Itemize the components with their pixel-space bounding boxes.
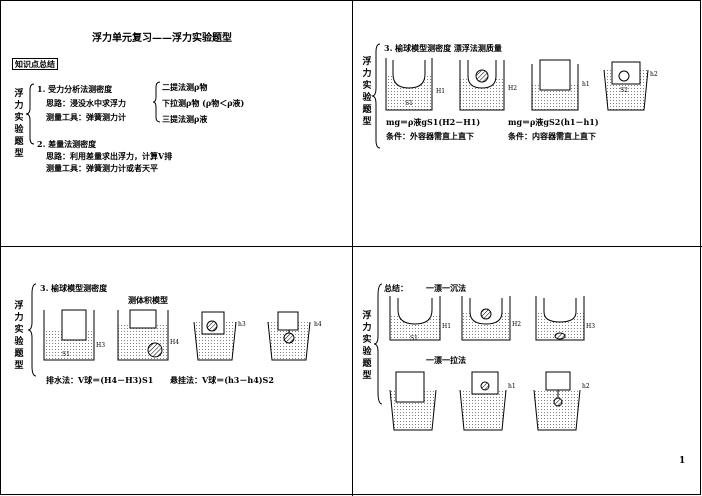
slide4-container-4 [389,371,437,431]
slide4-label-h1: H1 [442,323,451,330]
slide3-formula2: 悬挂法：V球＝(h3－h4)S2 [170,375,274,385]
slide3-subheading: 测体积模型 [128,295,168,305]
slide4-container-5: h1 [459,371,516,431]
slide3-vertical-label: 浮力实验题型 [14,301,24,371]
slide4-container-1: H1 S1 [389,296,451,342]
slide2-container-4: h2 S2 [603,61,658,111]
slide3-brace [27,283,37,377]
page-number: 1 [679,456,686,466]
slide4-summary-label: 总结： [384,283,408,293]
slide3-label-h4: H4 [170,339,179,346]
slide2-container-3: h1 [531,59,590,111]
slide1-item1-title: 1. 受力分析法测密度 [37,84,113,94]
slide3-label-h3b: h3 [238,321,246,328]
slide3-heading: 3. 榆球模型测密度 [40,283,108,293]
slide2-formula1: mg＝ρ液gS1(H2－H1) [386,117,481,127]
slide2-label-h1: H1 [436,88,445,95]
slide3-container-4: h4 [267,311,322,361]
slide1-item1-idea: 思路：浸没水中求浮力 [46,98,126,108]
slide3-label-h3: H3 [96,342,105,349]
slide4-label-h1b: h1 [508,383,516,390]
slide4-method-b: 一漂一拉法 [426,355,466,365]
slide4-label-h3: H3 [586,323,595,330]
slide1-item2-idea: 思路：利用差量求出浮力，计算V排 [46,151,173,161]
slide4-label-s1: S1 [410,335,418,342]
slide4-method-a: 一漂一沉法 [426,283,466,293]
slide2-vertical-label: 浮力实验题型 [362,57,372,127]
slide4-label-h2: H2 [512,321,521,328]
slide2-brace [371,43,381,149]
slide2-label-s2: S2 [620,87,628,94]
slide1-method2: 下拉测ρ物 (ρ物＜ρ液) [162,98,245,108]
slide3-formula1: 排水法：V球＝(H4－H3)S1 [46,375,154,385]
slide3-container-3: h3 [193,311,246,361]
slide2-label-h1b: h1 [582,81,590,88]
slide4-label-h2b: h2 [582,383,590,390]
slide2-container-2: H2 [459,60,517,111]
slide4-container-2: H2 [461,296,521,341]
slide2-condition1: 条件：外容器需直上直下 [386,131,474,141]
slide1-braces [25,81,161,145]
slide2-label-h2: H2 [508,85,517,92]
vertical-divider [352,0,353,496]
slide4-container-3: H3 [535,296,595,341]
slide1-title: 浮力单元复习——浮力实验题型 [92,33,232,44]
slide4-container-6: h2 [533,371,590,431]
slide2-formula2: mg＝ρ液gS2(h1－h1) [508,117,599,127]
slide3-container-2: H4 [117,309,179,361]
horizontal-divider [0,246,702,247]
slide1-section-box: 知识点总结 [12,58,58,70]
slide1-method3: 三提法测ρ液 [162,114,208,124]
slide3-label-s1: S1 [62,351,70,358]
slide1-item2-title: 2. 差量法测密度 [37,139,97,149]
slide2-heading: 3. 榆球模型测密度 漂浮法测质量 [384,43,502,53]
slide1-item1-tool: 测量工具：弹簧测力计 [46,112,126,122]
slide2-condition2: 条件：内容器需直上直下 [508,131,596,141]
slide1-method1: 二提法测ρ物 [162,82,208,92]
slide4-vertical-label: 浮力实验题型 [362,311,372,381]
slide3-label-h4b: h4 [314,321,322,328]
slide1-item2-tool: 测量工具：弹簧测力计或者天平 [46,163,158,173]
slide2-label-s1: S1 [405,100,413,107]
slide4-brace [373,283,383,405]
slide1-vertical-label: 浮力实验题型 [14,89,24,159]
slide3-container-1: H3 S1 [43,309,105,361]
slide2-container-1: H1 S1 [385,58,445,111]
slide2-label-h2b: h2 [650,71,658,78]
